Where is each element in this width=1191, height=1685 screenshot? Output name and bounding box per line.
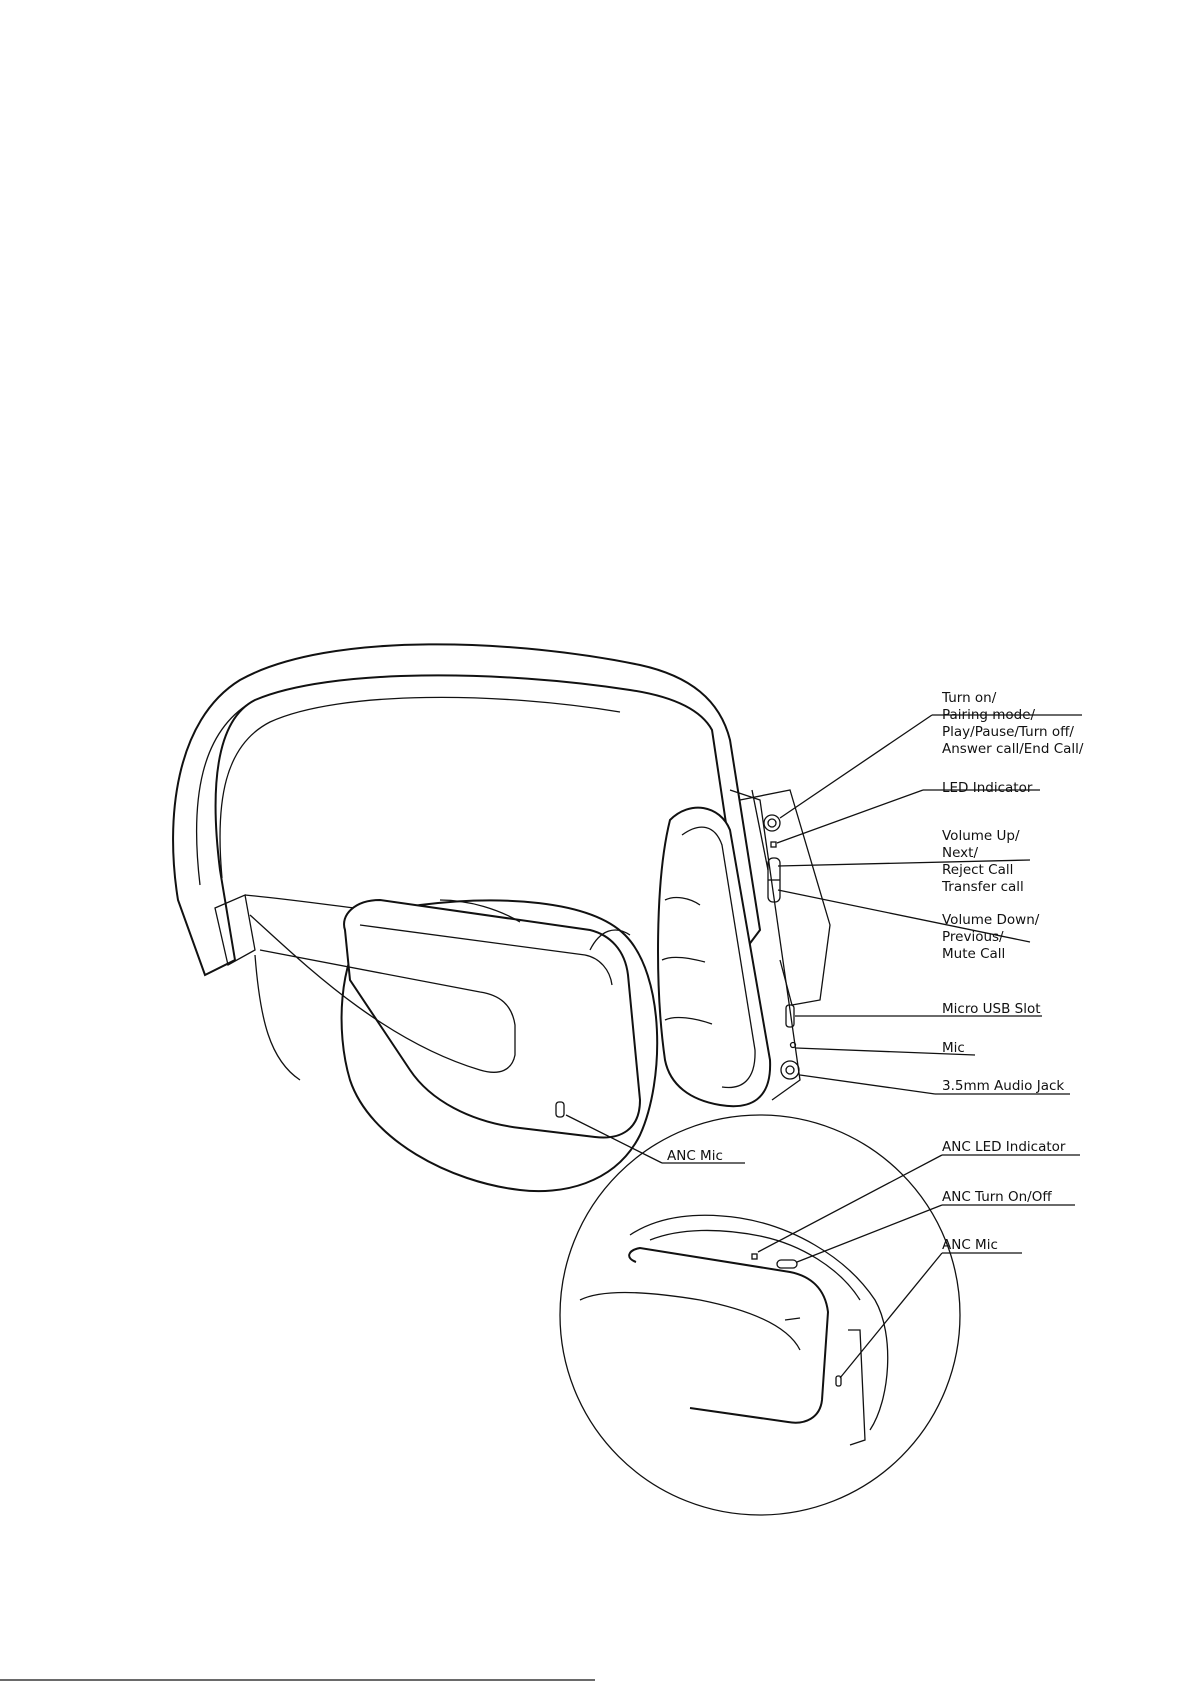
anc-switch-icon xyxy=(777,1260,797,1268)
label-power-line-4: Answer call/End Call/ xyxy=(942,741,1084,757)
right-ear-cup xyxy=(658,790,800,1106)
power-button-icon xyxy=(764,815,780,831)
label-micro-usb: Micro USB Slot xyxy=(942,1001,1041,1017)
label-power-button: Turn on/ Pairing mode/ Play/Pause/Turn o… xyxy=(941,690,1084,757)
audio-jack-icon xyxy=(781,1061,799,1079)
label-mic: Mic xyxy=(942,1040,965,1056)
label-volume-down: Volume Down/ Previous/ Mute Call xyxy=(942,912,1044,962)
label-audio-jack: 3.5mm Audio Jack xyxy=(942,1078,1064,1094)
label-anc-led: ANC LED Indicator xyxy=(942,1139,1066,1155)
label-volume-down-line-3: Mute Call xyxy=(942,946,1005,962)
label-power-line-1: Turn on/ xyxy=(941,690,997,706)
label-power-line-3: Play/Pause/Turn off/ xyxy=(942,724,1074,740)
label-volume-down-line-2: Previous/ xyxy=(942,929,1004,945)
led-indicator-icon xyxy=(771,842,776,847)
label-led-indicator: LED Indicator xyxy=(942,780,1033,796)
label-anc-switch: ANC Turn On/Off xyxy=(942,1189,1052,1205)
label-volume-down-line-1: Volume Down/ xyxy=(942,912,1040,928)
label-volume-up-line-3: Reject Call xyxy=(942,862,1013,878)
detail-magnifier xyxy=(560,1115,960,1515)
label-volume-up-line-4: Transfer call xyxy=(941,879,1024,895)
label-anc-mic-detail: ANC Mic xyxy=(942,1237,998,1253)
label-volume-up: Volume Up/ Next/ Reject Call Transfer ca… xyxy=(941,828,1024,895)
anc-led-indicator-icon xyxy=(752,1254,757,1259)
label-volume-up-line-2: Next/ xyxy=(942,845,978,861)
label-power-line-2: Pairing mode/ xyxy=(942,707,1036,723)
left-ear-cup xyxy=(250,900,657,1191)
label-anc-mic-main: ANC Mic xyxy=(667,1148,723,1164)
label-volume-up-line-1: Volume Up/ xyxy=(942,828,1020,844)
